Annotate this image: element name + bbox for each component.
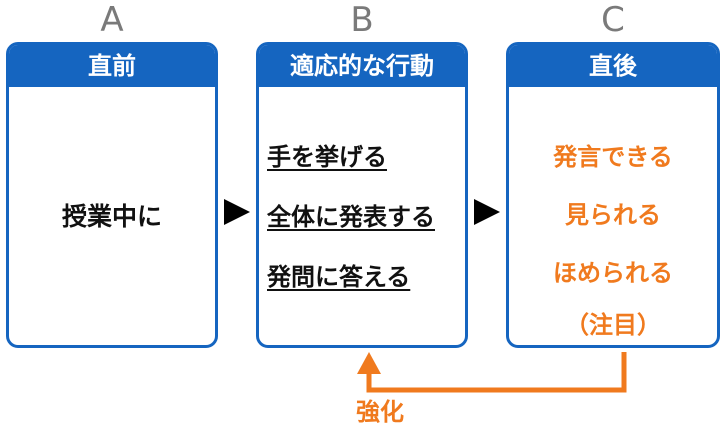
panel-antecedent: 直前 授業中に [6, 42, 218, 348]
consequence-item: ほめられる [553, 259, 673, 287]
panel-header-consequence: 直後 [509, 45, 717, 87]
behavior-item: 手を挙げる [267, 143, 387, 171]
consequence-item: 発言できる [553, 143, 673, 171]
reinforcement-label: 強化 [356, 398, 404, 426]
panel-behavior: 適応的な行動 手を挙げる 全体に発表する 発問に答える [256, 42, 468, 348]
panel-body-behavior: 手を挙げる 全体に発表する 発問に答える [259, 87, 465, 345]
consequence-item: 見られる [565, 201, 661, 229]
antecedent-text: 授業中に [61, 202, 162, 231]
panel-consequence: 直後 発言できる 見られる ほめられる （注目） [506, 42, 720, 348]
column-letter-c: C [601, 0, 625, 40]
column-letter-a: A [100, 0, 124, 40]
panel-body-consequence: 発言できる 見られる ほめられる （注目） [509, 87, 717, 345]
behavior-item: 全体に発表する [267, 203, 435, 231]
panel-header-antecedent: 直前 [9, 45, 215, 87]
column-letter-b: B [350, 0, 374, 40]
arrow-right-icon [224, 199, 250, 225]
consequence-item: （注目） [565, 311, 661, 339]
behavior-item: 発問に答える [267, 263, 411, 291]
arrow-right-icon [474, 199, 500, 225]
panel-header-behavior: 適応的な行動 [259, 45, 465, 87]
panel-body-antecedent: 授業中に [9, 87, 215, 345]
